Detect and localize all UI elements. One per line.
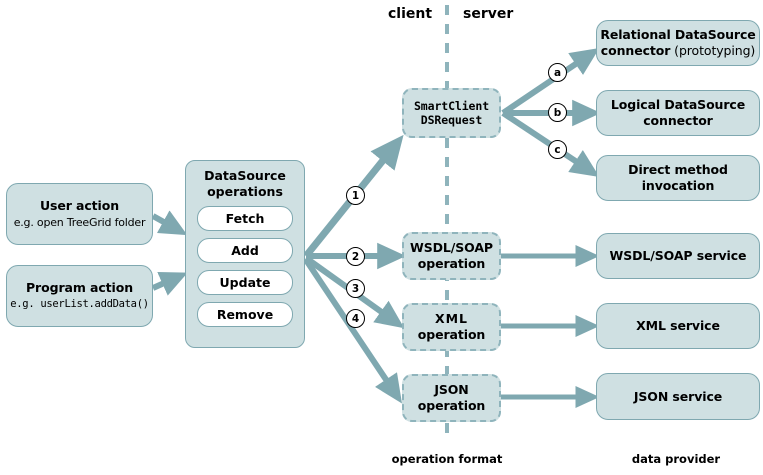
arrow-user-action-to-operations xyxy=(151,210,188,236)
datasource-operations-title-line1: DataSource xyxy=(204,168,286,183)
direct-method-line1: Direct method xyxy=(628,162,728,178)
logical-datasource-connector-box[interactable]: Logical DataSource connector xyxy=(596,90,760,136)
user-action-title: User action xyxy=(39,198,120,214)
direct-method-line2: invocation xyxy=(641,178,715,193)
json-service-label: JSON service xyxy=(633,388,723,404)
marker-b: b xyxy=(548,103,567,122)
smartclient-dsrequest-line2: DSRequest xyxy=(420,113,483,127)
operation-update-button[interactable]: Update xyxy=(197,270,293,296)
arrow-operations-to-json-operation xyxy=(303,258,403,404)
client-zone-label: client xyxy=(388,6,433,22)
direct-method-invocation-box[interactable]: Direct method invocation xyxy=(596,155,760,201)
xml-service-label: XML service xyxy=(636,318,720,334)
marker-3: 3 xyxy=(346,279,365,298)
json-operation-box[interactable]: JSON operation xyxy=(402,374,501,422)
logical-connector-line1: Logical DataSource xyxy=(610,97,746,113)
wsdl-soap-service-label: WSDL/SOAP service xyxy=(609,248,747,264)
marker-1: 1 xyxy=(346,186,365,205)
operation-remove-button[interactable]: Remove xyxy=(197,302,293,328)
operation-add-button[interactable]: Add xyxy=(197,238,293,264)
relational-connector-line1: Relational DataSource xyxy=(600,27,756,43)
json-operation-line2: operation xyxy=(417,398,486,413)
arrow-dsrequest-to-direct-method xyxy=(501,110,600,177)
data-provider-column-label: data provider xyxy=(631,452,721,466)
wsdl-soap-operation-line1: WSDL/SOAP xyxy=(410,240,493,256)
program-action-box[interactable]: Program action e.g. userList.addData() xyxy=(6,265,153,327)
smartclient-dsrequest-line1: SmartClient xyxy=(413,98,490,113)
operation-format-column-label: operation format xyxy=(391,452,503,466)
program-action-title: Program action xyxy=(25,279,134,295)
smartclient-dsrequest-box[interactable]: SmartClient DSRequest xyxy=(402,88,501,138)
relational-connector-line2-note: (prototyping) xyxy=(670,43,756,58)
marker-2: 2 xyxy=(346,247,365,266)
datasource-operations-title-line2: operations xyxy=(207,183,283,199)
xml-service-box[interactable]: XML service xyxy=(596,303,760,349)
wsdl-soap-operation-line2: operation xyxy=(417,256,486,271)
arrow-dsrequest-to-relational-connector xyxy=(501,47,600,116)
datasource-operations-title: DataSource operations xyxy=(204,168,286,199)
server-zone-label: server xyxy=(463,6,514,22)
program-action-subtitle: e.g. userList.addData() xyxy=(10,298,149,311)
marker-a: a xyxy=(548,63,567,82)
xml-operation-line1: XML xyxy=(434,311,469,327)
marker-4: 4 xyxy=(346,309,365,328)
relational-connector-line2-main: connector xyxy=(600,43,671,58)
xml-operation-box[interactable]: XML operation xyxy=(402,303,501,351)
operation-fetch-button[interactable]: Fetch xyxy=(197,206,293,232)
wsdl-soap-service-box[interactable]: WSDL/SOAP service xyxy=(596,233,760,279)
user-action-subtitle: e.g. open TreeGrid folder xyxy=(13,215,146,229)
relational-connector-line2: connector (prototyping) xyxy=(600,43,756,59)
json-operation-line1: JSON xyxy=(434,382,469,398)
xml-operation-line2: operation xyxy=(417,327,486,342)
marker-c: c xyxy=(548,140,567,159)
datasource-operations-group: DataSource operations Fetch Add Update R… xyxy=(185,160,305,348)
relational-datasource-connector-box[interactable]: Relational DataSource connector (prototy… xyxy=(596,20,760,66)
logical-connector-line2: connector xyxy=(643,113,713,128)
user-action-box[interactable]: User action e.g. open TreeGrid folder xyxy=(6,183,153,245)
json-service-box[interactable]: JSON service xyxy=(596,373,760,420)
arrow-program-action-to-operations xyxy=(151,272,188,296)
wsdl-soap-operation-box[interactable]: WSDL/SOAP operation xyxy=(402,232,501,280)
